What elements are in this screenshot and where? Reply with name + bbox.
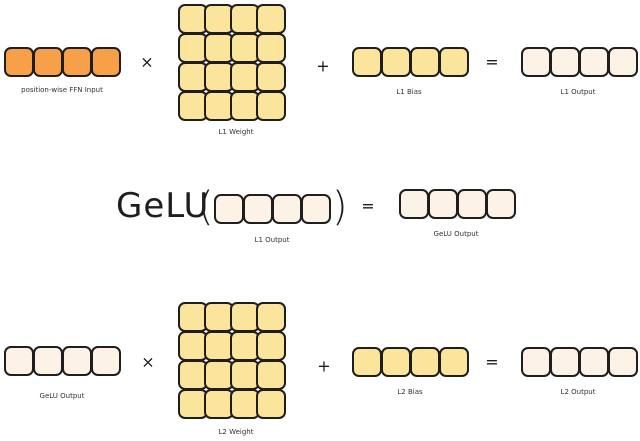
vector-cell: [608, 47, 638, 77]
matrix-cell: [204, 4, 234, 34]
ffn-input-vector: [4, 47, 121, 77]
vector-cell: [352, 347, 382, 377]
l2-weight-label: L2 Weight: [218, 428, 254, 436]
vector-cell: [439, 347, 469, 377]
l1-weight-label: L1 Weight: [218, 128, 254, 136]
vector-cell: [381, 47, 411, 77]
vector-cell: [410, 347, 440, 377]
vector-cell: [428, 189, 458, 219]
vector-cell: [521, 347, 551, 377]
l1-output-vector: [521, 47, 638, 77]
vector-cell: [352, 47, 382, 77]
vector-cell: [91, 346, 121, 376]
l2-input-vector: [4, 346, 121, 376]
vector-cell: [399, 189, 429, 219]
vector-cell: [579, 47, 609, 77]
l2-bias-label: L2 Bias: [397, 388, 423, 396]
multiply-operator: ×: [141, 352, 155, 372]
l2-input-label: GeLU Output: [39, 392, 85, 400]
vector-cell: [439, 47, 469, 77]
multiply-operator: ×: [140, 52, 154, 72]
matrix-cell: [204, 62, 234, 92]
matrix-cell: [256, 389, 286, 419]
l1-bias-vector: [352, 47, 469, 77]
vector-cell: [521, 47, 551, 77]
l2-weight-matrix: [178, 302, 286, 419]
matrix-cell: [256, 4, 286, 34]
vector-cell: [4, 346, 34, 376]
l2-bias-vector: [352, 347, 469, 377]
l1-weight-matrix: [178, 4, 286, 121]
matrix-cell: [256, 33, 286, 63]
l2-output-vector: [521, 347, 638, 377]
gelu-function-label: GeLU: [116, 186, 210, 226]
l2-output-label: L2 Output: [560, 388, 596, 396]
vector-cell: [214, 194, 244, 224]
matrix-cell: [178, 91, 208, 121]
vector-cell: [33, 47, 63, 77]
l1-output-label: L1 Output: [560, 88, 596, 96]
l1-bias-label: L1 Bias: [396, 88, 422, 96]
vector-cell: [410, 47, 440, 77]
equals-operator: =: [485, 352, 499, 372]
ffn-input-label: position-wise FFN Input: [21, 86, 103, 94]
vector-cell: [62, 346, 92, 376]
equals-operator: =: [361, 196, 375, 216]
vector-cell: [486, 189, 516, 219]
vector-cell: [33, 346, 63, 376]
vector-cell: [91, 47, 121, 77]
matrix-cell: [204, 360, 234, 390]
matrix-cell: [256, 302, 286, 332]
matrix-cell: [256, 331, 286, 361]
matrix-cell: [256, 360, 286, 390]
vector-cell: [243, 194, 273, 224]
vector-cell: [579, 347, 609, 377]
matrix-cell: [256, 91, 286, 121]
vector-cell: [301, 194, 331, 224]
gelu-input-label: L1 Output: [254, 236, 290, 244]
vector-cell: [550, 47, 580, 77]
vector-cell: [381, 347, 411, 377]
gelu-output-label: GeLU Output: [433, 230, 479, 238]
vector-cell: [4, 47, 34, 77]
equals-operator: =: [485, 52, 499, 72]
vector-cell: [550, 347, 580, 377]
vector-cell: [608, 347, 638, 377]
matrix-cell: [204, 389, 234, 419]
matrix-cell: [256, 62, 286, 92]
gelu-input-vector: [214, 194, 331, 224]
vector-cell: [457, 189, 487, 219]
open-paren: (: [198, 184, 214, 230]
close-paren: ): [332, 184, 348, 230]
add-operator: +: [316, 56, 330, 76]
add-operator: +: [317, 356, 331, 376]
vector-cell: [272, 194, 302, 224]
vector-cell: [62, 47, 92, 77]
gelu-output-vector: [399, 189, 516, 219]
